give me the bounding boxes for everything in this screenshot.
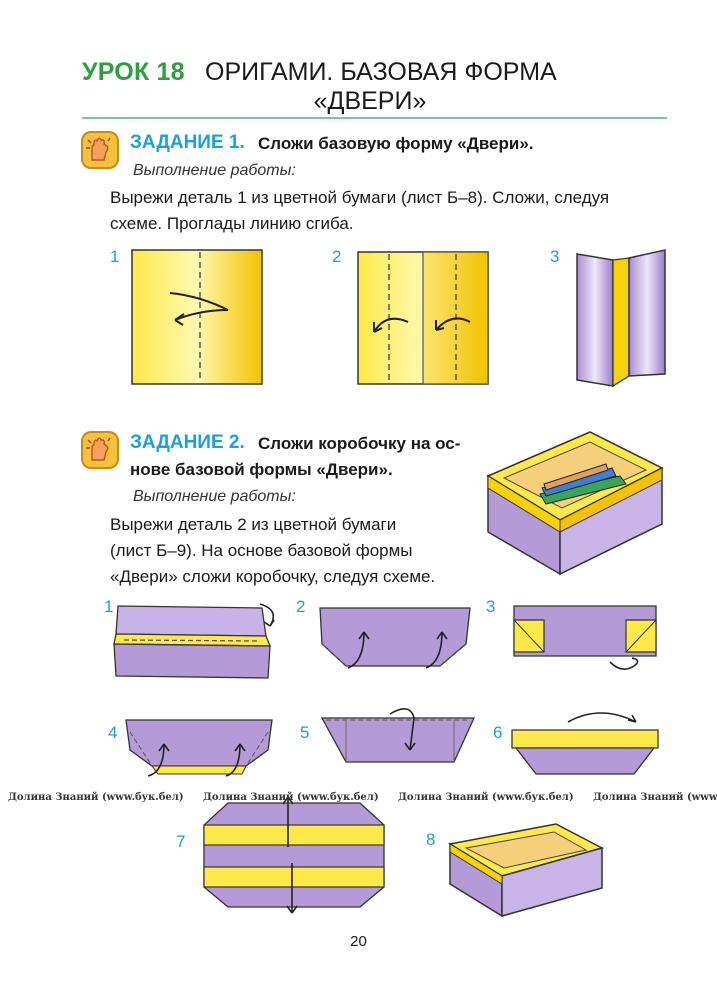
- box-step-8: [447, 823, 605, 918]
- hand-icon: [81, 131, 119, 169]
- task2-step-number: 1: [104, 597, 114, 616]
- task2-step-number: 8: [426, 830, 436, 849]
- lesson-title-line1: ОРИГАМИ. БАЗОВАЯ ФОРМА: [205, 58, 557, 86]
- task2-step-number: 6: [493, 723, 503, 742]
- fold-diagram-3: [576, 249, 666, 388]
- task1-body-line1: Вырежи деталь 1 из цветной бумаги (лист …: [110, 188, 610, 207]
- hand-icon: [81, 431, 119, 469]
- task1-step-number: 3: [550, 247, 560, 266]
- page-number: 20: [350, 933, 367, 950]
- box-step-6: [511, 712, 659, 775]
- task2-instruction-line1: Сложи коробочку на ос-: [258, 434, 461, 453]
- task2-body-line3: «Двери» сложи коробочку, следуя схеме.: [110, 567, 436, 586]
- task2-step-number: 2: [296, 597, 306, 616]
- task1-heading: ЗАДАНИЕ 1.: [130, 132, 245, 153]
- task1-instruction: Сложи базовую форму «Двери».: [258, 134, 534, 153]
- task2-step-number: 4: [108, 723, 118, 742]
- task2-step-number: 7: [176, 832, 186, 851]
- task1-step-number: 1: [110, 247, 120, 266]
- box-step-5: [320, 708, 476, 763]
- task1-execution-label: Выполнение работы:: [133, 162, 296, 179]
- watermark-text: Долина Знаний (www.бук.бел): [203, 792, 379, 803]
- box-step-2: [319, 607, 471, 669]
- lesson-number: УРОК 18: [82, 58, 185, 86]
- task2-body-line2: (лист Б–9). На основе базовой формы: [110, 541, 413, 560]
- finished-box-illustration: [486, 431, 664, 576]
- watermark-text: Долина Знаний (www.бук.бел): [8, 792, 184, 803]
- task2-heading: ЗАДАНИЕ 2.: [130, 432, 245, 453]
- task2-body-line1: Вырежи деталь 2 из цветной бумаги: [110, 515, 397, 534]
- lesson-title: ОРИГАМИ. БАЗОВАЯ ФОРМА «ДВЕРИ»: [205, 58, 557, 116]
- header-rule: [82, 117, 667, 119]
- watermark-text: Долина Знаний (www.бук.бел): [593, 792, 717, 803]
- fold-diagram-1: [131, 249, 263, 385]
- box-step-7: [203, 796, 385, 914]
- task2-step-number: 5: [300, 723, 310, 742]
- watermark-text: Долина Знаний (www.бук.бел): [398, 792, 574, 803]
- box-step-3: [513, 605, 657, 670]
- lesson-title-line2: «ДВЕРИ»: [313, 87, 427, 115]
- task1-step-number: 2: [332, 247, 342, 266]
- task1-body-line2: схеме. Проглады линию сгиба.: [110, 214, 354, 233]
- task2-execution-label: Выполнение работы:: [133, 488, 296, 505]
- box-step-4: [125, 719, 273, 777]
- task2-step-number: 3: [486, 597, 496, 616]
- task2-instruction-line2: нове базовой формы «Двери».: [130, 460, 393, 479]
- box-step-1: [113, 603, 275, 679]
- fold-diagram-2: [357, 251, 489, 385]
